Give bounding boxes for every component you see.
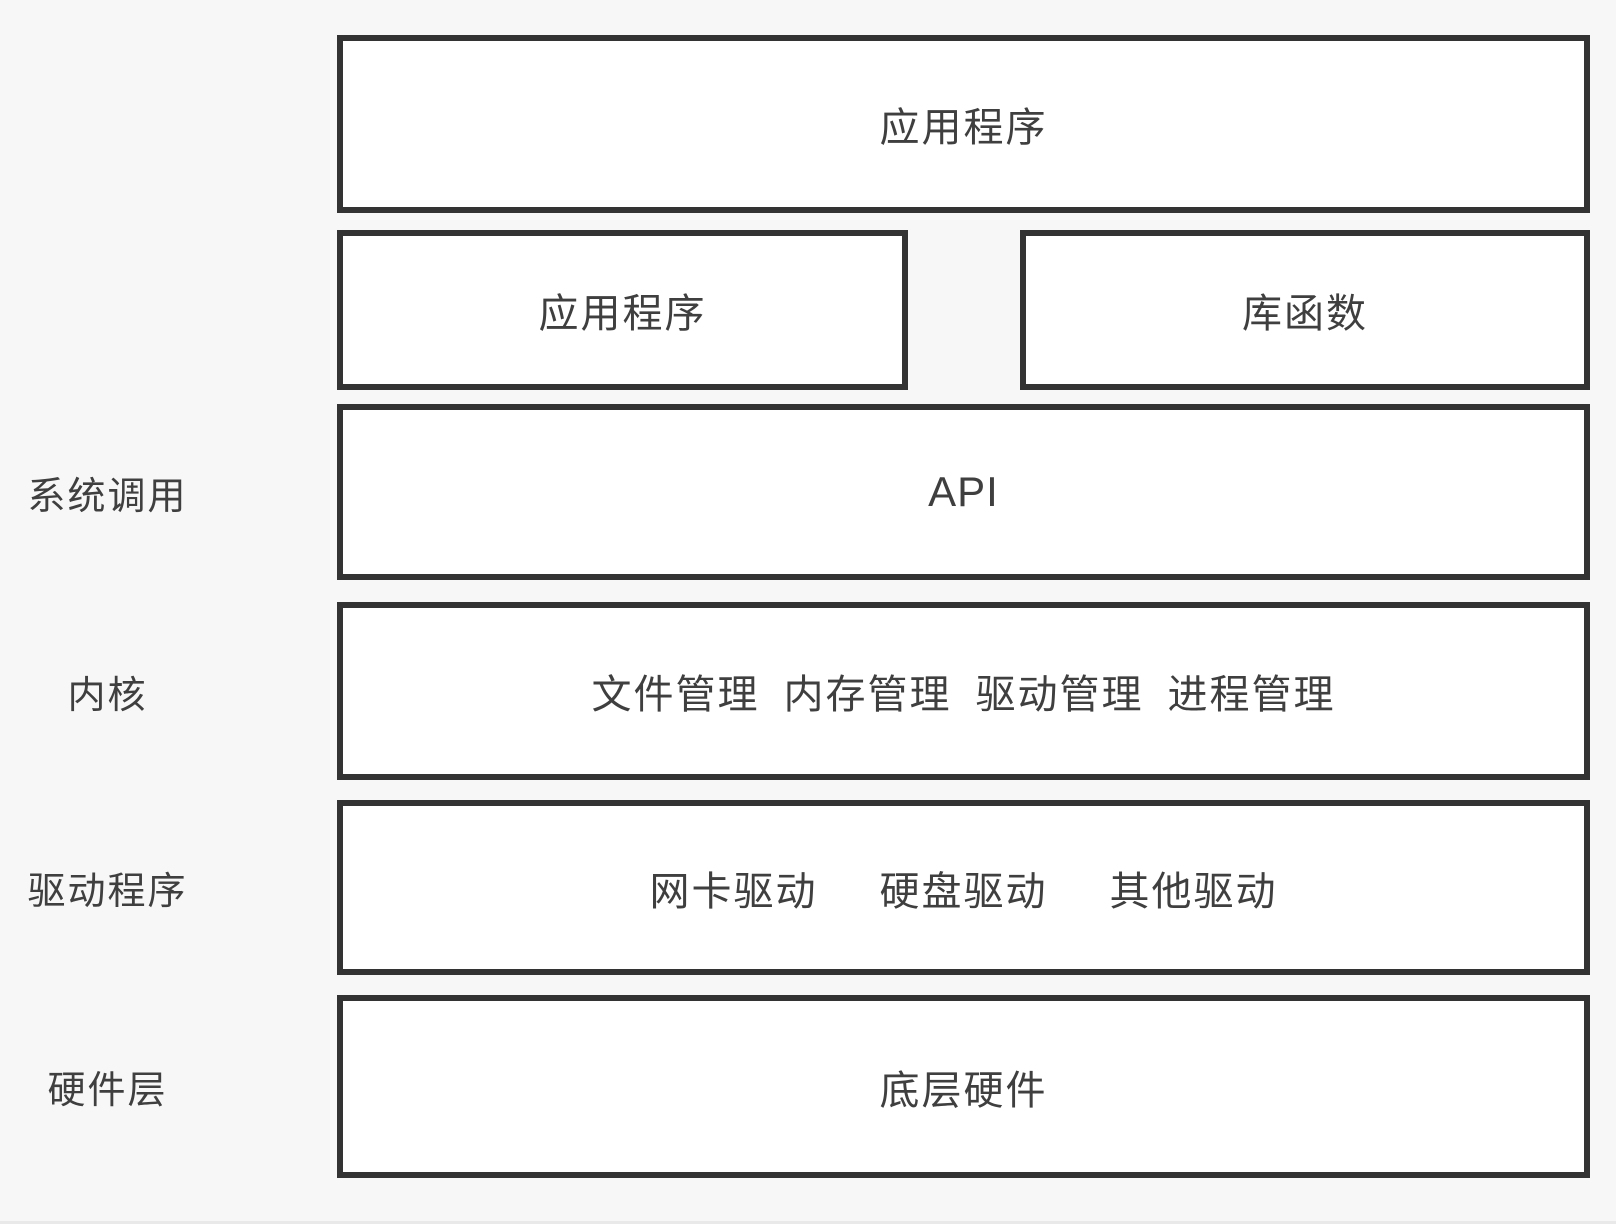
- box-drivers: 网卡驱动 硬盘驱动 其他驱动: [337, 800, 1590, 975]
- box-application-label: 应用程序: [538, 292, 707, 336]
- kernel-item-file-management: 文件管理: [591, 673, 760, 717]
- side-label-driver: 驱动程序: [27, 871, 188, 913]
- driver-item-network-card: 网卡驱动: [649, 869, 818, 914]
- side-label-hardware: 硬件层: [47, 1070, 168, 1112]
- box-hardware-label: 底层硬件: [879, 1068, 1048, 1113]
- side-label-kernel: 内核: [67, 674, 148, 717]
- box-library-functions: 库函数: [1020, 230, 1590, 390]
- box-hardware: 底层硬件: [337, 995, 1590, 1178]
- page-bottom-edge: [0, 1221, 1616, 1224]
- box-application-top: 应用程序: [337, 35, 1590, 213]
- box-application: 应用程序: [337, 230, 908, 390]
- driver-item-other: 其他驱动: [1109, 869, 1278, 914]
- driver-item-hard-disk: 硬盘驱动: [879, 869, 1048, 914]
- box-api: API: [337, 404, 1590, 580]
- box-application-top-label: 应用程序: [879, 106, 1048, 150]
- kernel-item-driver-management: 驱动管理: [975, 673, 1144, 717]
- kernel-items: 文件管理 内存管理 驱动管理 进程管理: [592, 662, 1336, 720]
- driver-items: 网卡驱动 硬盘驱动 其他驱动: [650, 859, 1278, 917]
- box-library-functions-label: 库函数: [1242, 292, 1368, 336]
- kernel-item-process-management: 进程管理: [1167, 673, 1336, 717]
- side-label-system-call: 系统调用: [27, 475, 188, 518]
- box-api-label: API: [928, 468, 999, 515]
- box-kernel: 文件管理 内存管理 驱动管理 进程管理: [337, 602, 1590, 780]
- kernel-item-memory-management: 内存管理: [783, 673, 952, 717]
